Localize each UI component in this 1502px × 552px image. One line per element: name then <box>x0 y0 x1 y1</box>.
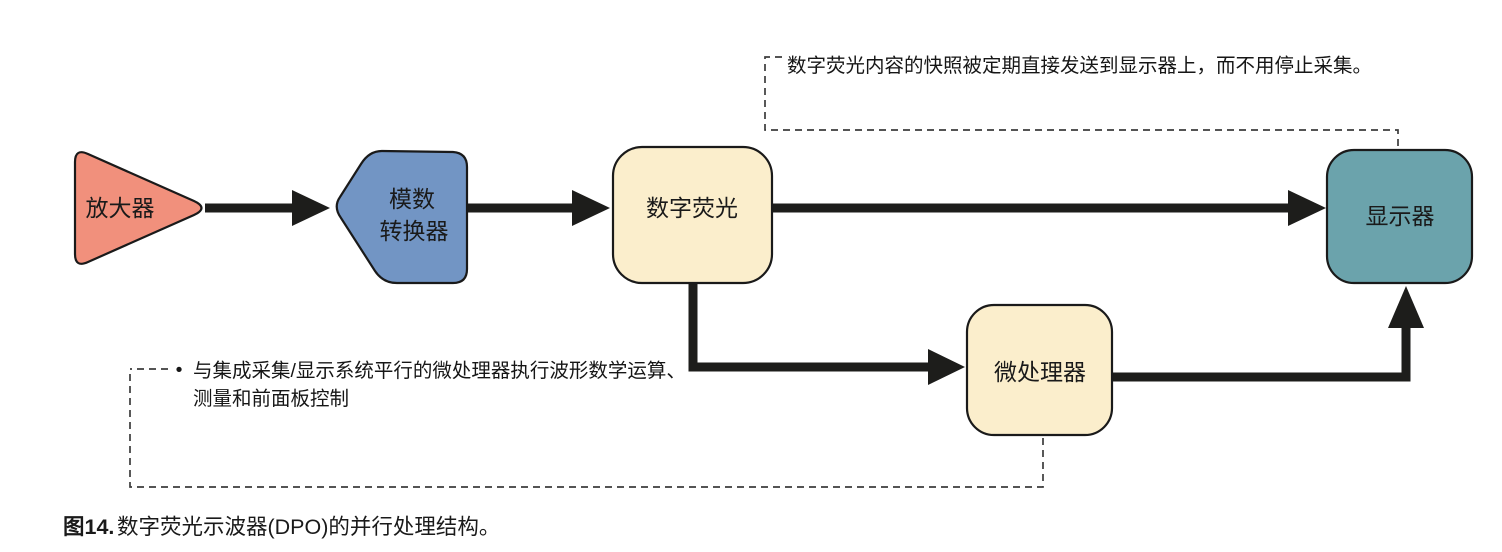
arrow-microprocessor-to-display <box>1112 286 1424 382</box>
display-label: 显示器 <box>1366 203 1435 229</box>
figure-caption-text: 数字荧光示波器(DPO)的并行处理结构。 <box>117 515 500 539</box>
digital-phosphor-box <box>611 145 774 285</box>
left-note-connector-line <box>129 374 1044 488</box>
node-digital-phosphor: 数字荧光 <box>611 145 774 285</box>
arrow-adc-to-phosphor <box>468 190 610 226</box>
microprocessor-label: 微处理器 <box>994 359 1086 385</box>
arrow-phosphor-to-microprocessor <box>688 282 965 385</box>
left-note-text-line1: 与集成采集/显示系统平行的微处理器执行波形数学运算、 <box>193 360 686 382</box>
display-box <box>1325 148 1474 285</box>
amplifier-label: 放大器 <box>86 195 155 221</box>
left-note-text-line2: 测量和前面板控制 <box>193 388 349 410</box>
node-microprocessor: 微处理器 <box>965 303 1114 437</box>
microprocessor-box <box>965 303 1114 437</box>
arrow-amplifier-to-adc <box>205 190 330 226</box>
left-note-bullet: • <box>176 359 183 381</box>
arrowhead-icon <box>928 349 965 385</box>
arrowhead-icon <box>1288 190 1326 226</box>
top-note-connector-line <box>764 56 1399 148</box>
node-display: 显示器 <box>1325 148 1474 285</box>
arrowhead-icon <box>292 190 330 226</box>
adc-label-line2: 转换器 <box>380 218 449 244</box>
figure-caption-number: 图14. <box>63 515 114 539</box>
adc-label-line1: 模数 <box>389 186 435 212</box>
arrowhead-icon <box>1388 286 1424 328</box>
node-adc: 模数 转换器 <box>335 149 469 285</box>
arrowhead-icon <box>572 190 610 226</box>
amplifier-triangle-shape <box>73 151 203 265</box>
top-note-text: 数字荧光内容的快照被定期直接发送到显示器上，而不用停止采集。 <box>787 55 1372 77</box>
node-amplifier: 放大器 <box>73 151 203 265</box>
adc-pentagon-shape <box>335 149 469 285</box>
digital-phosphor-label: 数字荧光 <box>646 195 738 221</box>
arrow-phosphor-to-display <box>772 190 1326 226</box>
